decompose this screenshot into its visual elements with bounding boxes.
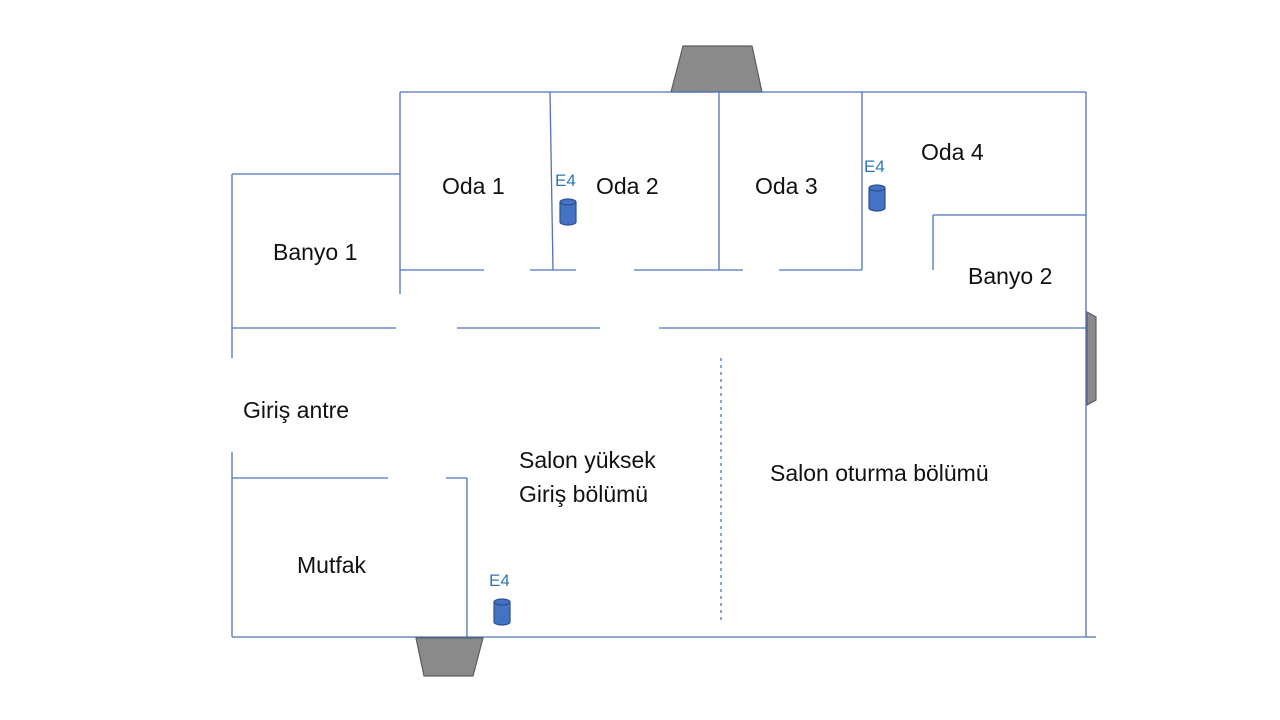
sensor-label: E4 [864, 157, 885, 176]
room-label-banyo-1: Banyo 1 [273, 239, 357, 265]
sensor-cylinder-icon [868, 184, 886, 212]
sensor-label: E4 [489, 571, 510, 590]
sensor-cylinder-icon [493, 598, 511, 626]
room-label-oda-2: Oda 2 [596, 173, 659, 199]
sensor-oda-4: E4 [864, 157, 886, 212]
sensor-label: E4 [555, 171, 576, 190]
room-label-oda-3: Oda 3 [755, 173, 818, 199]
room-label-oda-4: Oda 4 [921, 139, 984, 165]
room-label-giris-antre: Giriş antre [243, 397, 349, 423]
balcony-right [1086, 310, 1097, 407]
outer-walls [231, 91, 1096, 638]
balcony-top [670, 45, 763, 93]
room-label-salon-yuksek: Salon yüksek [519, 447, 656, 473]
interior-walls [232, 91, 1086, 637]
balcony-bottom [415, 637, 484, 677]
sensor-salon: E4 [489, 571, 511, 626]
room-label-oda-1: Oda 1 [442, 173, 505, 199]
room-label-mutfak: Mutfak [297, 552, 367, 578]
sensor-cylinder-icon [559, 198, 577, 226]
room-label-banyo-2: Banyo 2 [968, 263, 1052, 289]
sensor-oda-2: E4 [555, 171, 577, 226]
room-label-salon-oturma: Salon oturma bölümü [770, 460, 989, 486]
room-label-giris-bolumu: Giriş bölümü [519, 481, 648, 507]
